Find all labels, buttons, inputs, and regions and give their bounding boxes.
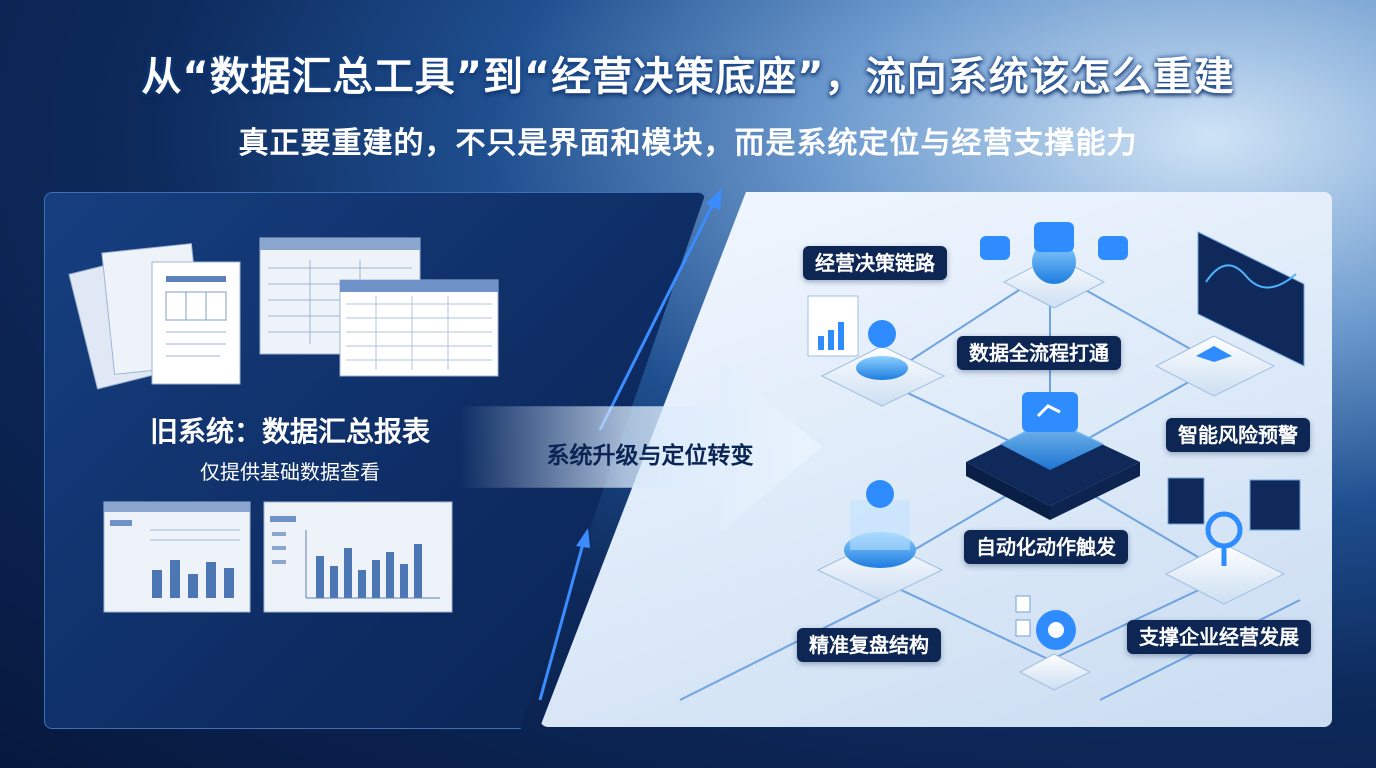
bar-chart-window-icon	[103, 501, 453, 613]
risk-monitor-icon	[1154, 231, 1305, 397]
decision-node-icon	[980, 222, 1128, 309]
review-node-icon	[816, 480, 944, 601]
page-title: 从“数据汇总工具”到“经营决策底座”，流向系统该怎么重建	[141, 54, 1235, 100]
spreadsheet-window-icon	[259, 237, 499, 377]
node-label-automation: 自动化动作触发	[964, 530, 1128, 564]
growth-node-icon	[1164, 477, 1301, 605]
transition-label: 系统升级与定位转变	[546, 443, 754, 469]
analytics-node-icon	[807, 295, 946, 407]
upward-arrows	[538, 188, 722, 701]
old-system-description: 仅提供基础数据查看	[200, 460, 380, 484]
documents-icon	[68, 243, 241, 390]
node-label-review: 精准复盘结构	[797, 628, 941, 662]
node-label-data-flow: 数据全流程打通	[957, 336, 1121, 370]
node-label-risk-warning: 智能风险预警	[1166, 418, 1310, 452]
page-subtitle: 真正要重建的，不只是界面和模块，而是系统定位与经营支撑能力	[238, 126, 1138, 161]
old-system-title: 旧系统：数据汇总报表	[149, 415, 430, 448]
central-hub-icon	[966, 392, 1140, 520]
automation-gear-icon	[1015, 595, 1092, 691]
node-label-decision-chain: 经营决策链路	[803, 246, 947, 280]
node-label-business-support: 支撑企业经营发展	[1127, 620, 1311, 654]
